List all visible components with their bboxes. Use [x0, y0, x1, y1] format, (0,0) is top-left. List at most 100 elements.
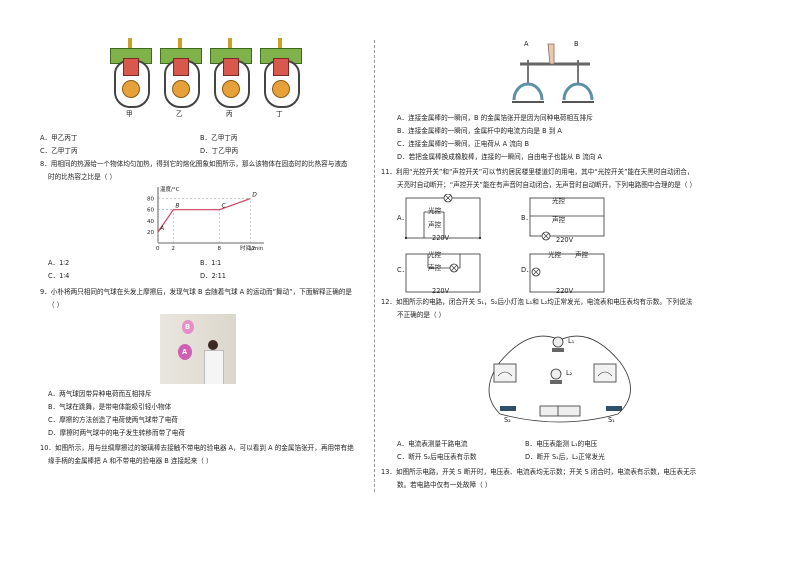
x-tick-label: 8: [218, 246, 222, 252]
balloon-b: [182, 320, 194, 334]
q11-option-b: B．: [521, 214, 533, 222]
circuit-a: [404, 194, 482, 240]
q12-option-b: B．电压表能测 L₁的电压: [525, 440, 598, 448]
label-l1: L₁: [568, 337, 575, 345]
switch-s2: [500, 406, 516, 411]
voltmeter: [593, 363, 617, 383]
x-tick-label: 12: [248, 246, 255, 252]
q11-option-c: C．: [397, 266, 409, 274]
q11-option-a: A．: [397, 214, 409, 222]
q9-line1: 9．小朴将两只相同的气球在头发上摩擦后，发现气球 B 会随着气球 A 的运动而“…: [40, 288, 352, 296]
engine-bing: [208, 38, 252, 108]
q9-option-b: B．气球在跳舞，是带电体能吸引轻小物体: [48, 403, 172, 411]
label-l2: L₂: [566, 369, 573, 377]
label-s2: S₂: [504, 416, 511, 424]
bulb-l1: [552, 336, 564, 352]
x-tick-label: 2: [171, 246, 175, 252]
electroscope-figure: [512, 43, 594, 103]
electroscope-b: [562, 60, 594, 103]
q11-option-d: D．: [521, 266, 533, 274]
q10-option-b: B．连接金属棒的一瞬间，金属杆中的电流方向是 B 到 A: [397, 127, 562, 135]
q7-option-a: A．甲乙丙丁: [40, 134, 78, 142]
circuit-d-sound-label: 声控: [575, 251, 589, 259]
q12-circuit-figure: [488, 335, 631, 423]
x-tick-label: 0: [156, 246, 160, 252]
q10-option-c: C．连接金属棒的一瞬间，正电荷从 A 流向 B: [397, 140, 530, 148]
circuit-b: [529, 197, 605, 241]
q11-line2: 天亮时自动断开；“声控开关”能在有声音时自动闭合，无声音时自动断开，下列电路图中…: [397, 181, 697, 189]
circuit-c-voltage: 220V: [432, 287, 450, 295]
series-line: [157, 197, 251, 233]
q7-option-b: B．乙甲丁丙: [200, 134, 238, 142]
switch-s1: [606, 406, 622, 411]
engine-label: 乙: [176, 110, 183, 118]
q12-option-d: D．断开 S₁后，L₂正常发光: [525, 453, 605, 461]
bulb-l2: [550, 368, 562, 384]
q12-option-a: A．电流表测量干路电流: [397, 440, 468, 448]
ammeter: [493, 363, 517, 383]
person-body: [204, 350, 224, 384]
label-s1: S₁: [608, 416, 615, 424]
engine-ding: [258, 38, 302, 108]
circuit-c-light-label: 光控: [428, 251, 442, 259]
q8-option-b: B．1∶1: [200, 259, 222, 267]
column-divider: [374, 40, 375, 492]
balloon-a: [178, 344, 192, 360]
circuit-c-sound-label: 声控: [428, 264, 442, 272]
q8-line2: 时的比热容之比是（ ）: [48, 173, 117, 181]
engine-label: 丙: [226, 110, 233, 118]
q8-option-d: D．2∶11: [200, 272, 226, 280]
circuit-d-light-label: 光控: [548, 251, 562, 259]
q7-option-d: D．丁乙甲丙: [200, 147, 239, 155]
q12-line1: 12．如图所示的电路，闭合开关 S₁，S₂后小灯泡 L₁和 L₂均正常发光，电流…: [381, 298, 693, 306]
q10-option-d: D．若把金属棒换成橡胶棒，连接的一瞬间，自由电子也能从 B 流向 A: [397, 153, 603, 161]
q13-line2: 数。若电路中仅有一处故障（ ）: [397, 481, 492, 489]
hand: [547, 43, 555, 65]
y-tick-label: 20: [147, 230, 154, 236]
q7-option-c: C．乙甲丁丙: [40, 147, 78, 155]
q9-option-a: A．两气球因带异种电荷而互相排斥: [48, 390, 152, 398]
q11-line1: 11．利用“光控开关”和“声控开关”可以节约居民楼里楼道灯的用电，其中“光控开关…: [381, 168, 694, 176]
q10-line1: 10．如图所示，用与丝绸摩擦过的玻璃棒去接触不带电的验电器 A，可以看到 A 的…: [40, 444, 354, 452]
electroscope-b-label: B: [574, 40, 579, 48]
balloon-b-label: B: [185, 323, 191, 331]
q9-line2: （ ）: [48, 301, 64, 309]
q12-line2: 不正确的是（ ）: [397, 311, 446, 319]
engine-label: 甲: [126, 110, 133, 118]
point-label: C: [222, 203, 227, 210]
q9-option-c: C．摩擦的方法创造了电荷使两气球带了电荷: [48, 416, 178, 424]
balloon-photo: B A: [160, 314, 236, 384]
circuit-b-light-label: 光控: [552, 197, 566, 205]
q8-option-a: A．1∶2: [48, 259, 70, 267]
q12-option-c: C．断开 S₂后电压表有示数: [397, 453, 477, 461]
circuit-a-sound-label: 声控: [428, 221, 442, 229]
q10-option-a: A．连接金属棒的一瞬间，B 的金属箔张开是因为同种电荷相互排斥: [397, 114, 593, 122]
point-label: D: [252, 192, 257, 199]
electroscope-a: [512, 60, 544, 103]
y-tick-label: 80: [147, 197, 154, 203]
battery: [539, 405, 581, 417]
point-label: A: [159, 225, 164, 232]
engine-jia: [108, 38, 152, 108]
q8-line1: 8．用相同的热源给一个物体均匀加热，得到它的熔化图象如图所示，那么该物体在固态时…: [40, 160, 348, 168]
y-axis-label: 温度/°C: [160, 185, 180, 193]
q8-option-c: C．1∶4: [48, 272, 70, 280]
balloon-a-label: A: [182, 348, 188, 356]
electroscope-a-label: A: [524, 40, 529, 48]
q9-option-d: D．摩擦时两气球中的电子发生转移而带了电荷: [48, 429, 185, 437]
engine-yi: [158, 38, 202, 108]
engine-label: 丁: [276, 110, 283, 118]
circuit-a-light-label: 光控: [428, 207, 442, 215]
person-head: [208, 340, 218, 350]
circuit-a-voltage: 220V: [432, 234, 450, 242]
q13-line1: 13．如图所示电路，开关 S 断开时，电压表、电流表均无示数；开关 S 闭合时，…: [381, 468, 697, 476]
circuit-c: [405, 253, 481, 293]
q10-line2: 缘手柄的金属棒把 A 和不带电的验电器 B 连接起来（ ）: [48, 457, 213, 465]
circuit-d: [529, 253, 605, 293]
circuit-d-voltage: 220V: [556, 287, 574, 295]
circuit-b-sound-label: 声控: [552, 216, 566, 224]
circuit-b-voltage: 220V: [556, 236, 574, 244]
y-tick-label: 60: [147, 208, 154, 214]
x-axis-label: 时间/min: [240, 244, 264, 252]
